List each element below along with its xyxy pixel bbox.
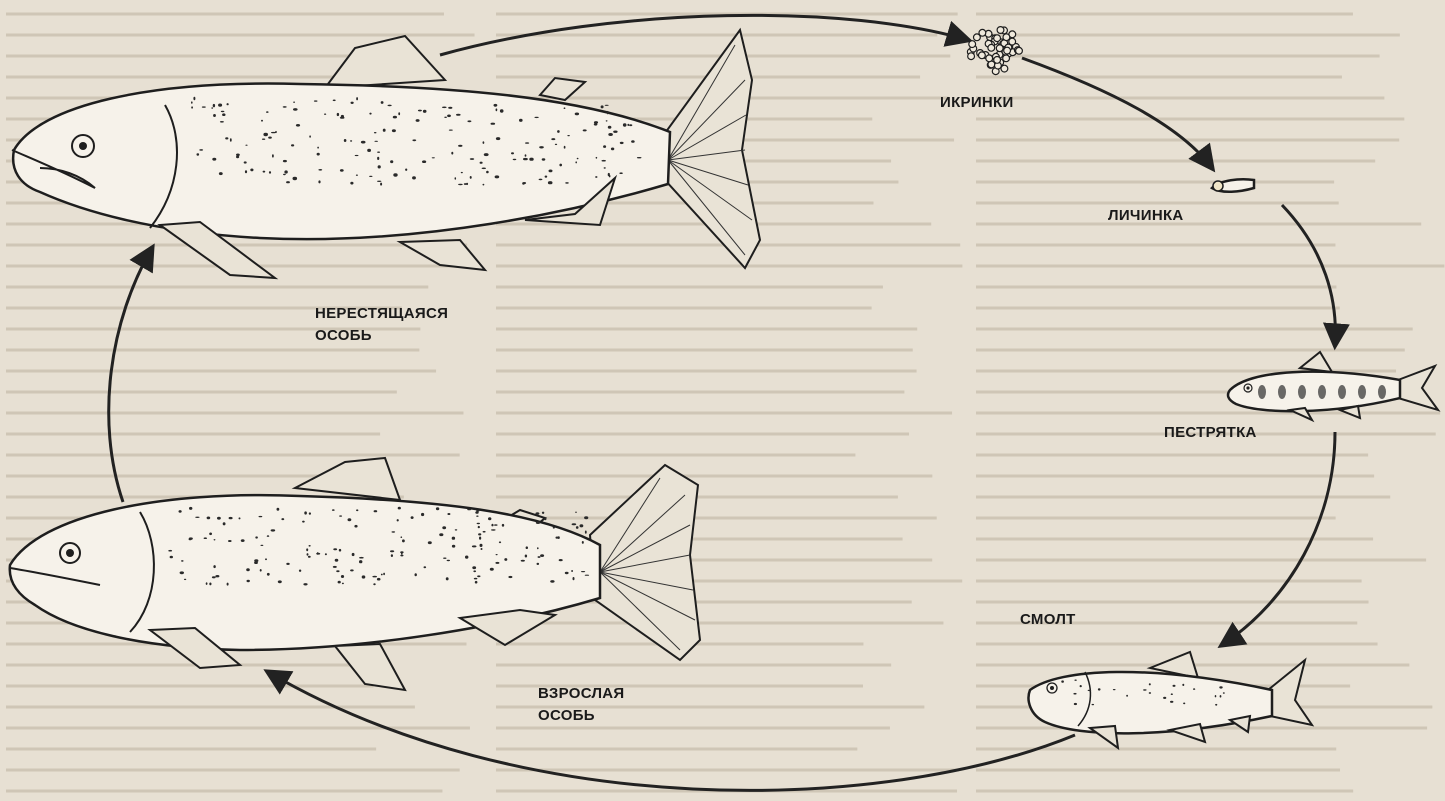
- label-smolt-line-1: СМОЛТ: [1020, 609, 1076, 631]
- label-eggs-line-1: ИКРИНКИ: [940, 92, 1014, 114]
- parr-fish-icon: [1228, 352, 1438, 420]
- arrow-smolt-to-adult: [268, 672, 1075, 790]
- label-alevin: ЛИЧИНКА: [1108, 205, 1184, 227]
- label-alevin-line-1: ЛИЧИНКА: [1108, 205, 1184, 227]
- label-spawning-line-2: ОСОБЬ: [315, 325, 448, 347]
- alevin-icon: [1212, 179, 1254, 192]
- label-adult-line-1: ВЗРОСЛАЯ: [538, 683, 625, 705]
- label-smolt: СМОЛТ: [1020, 609, 1076, 631]
- arrow-alevin-to-parr: [1282, 205, 1335, 345]
- label-adult-line-2: ОСОБЬ: [538, 705, 625, 727]
- label-spawning: НЕРЕСТЯЩАЯСЯ ОСОБЬ: [315, 303, 448, 347]
- label-adult: ВЗРОСЛАЯ ОСОБЬ: [538, 683, 625, 727]
- label-eggs: ИКРИНКИ: [940, 92, 1014, 114]
- spawning-salmon-icon: [12, 30, 760, 278]
- arrow-eggs-to-alevin: [1022, 58, 1212, 168]
- label-parr: ПЕСТРЯТКА: [1164, 422, 1257, 444]
- label-parr-line-1: ПЕСТРЯТКА: [1164, 422, 1257, 444]
- label-spawning-line-1: НЕРЕСТЯЩАЯСЯ: [315, 303, 448, 325]
- adult-salmon-icon: [10, 458, 700, 690]
